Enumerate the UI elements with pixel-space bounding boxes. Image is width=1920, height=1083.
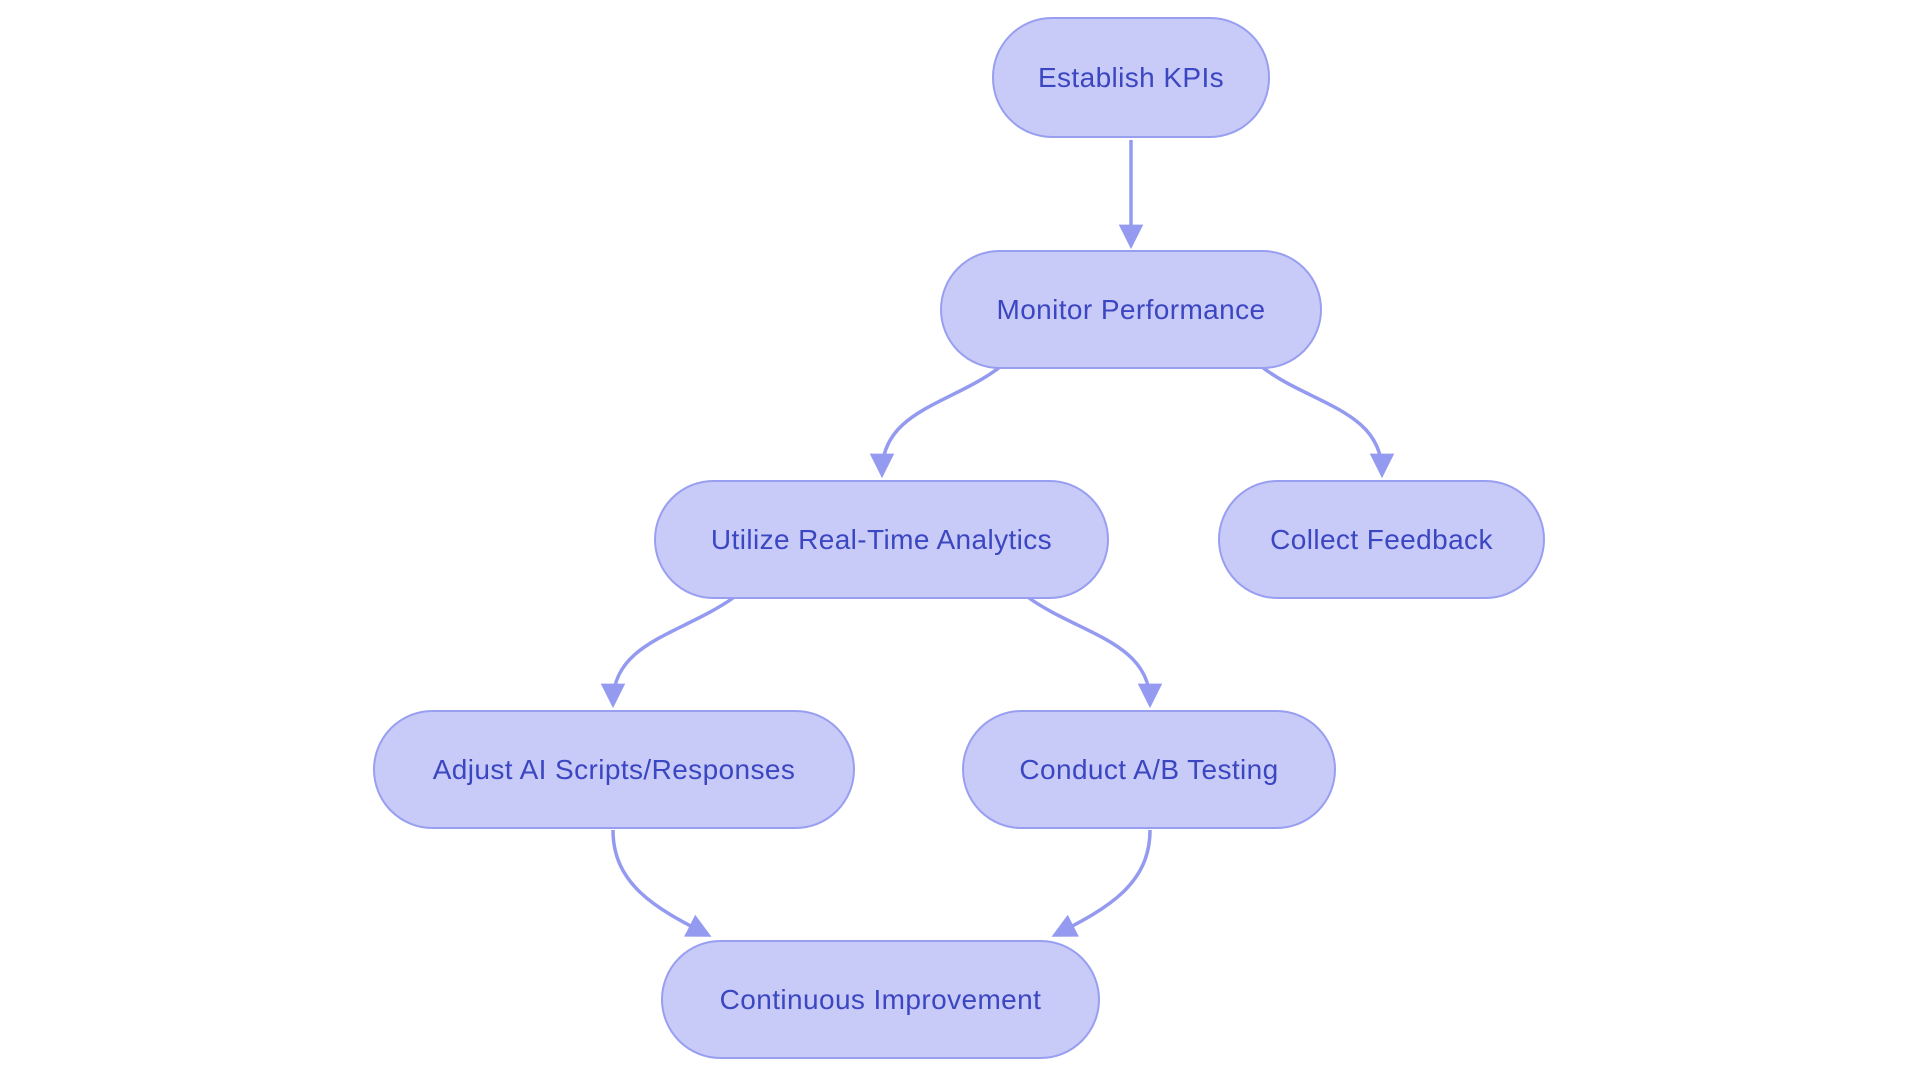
node-continuous-improvement-label: Continuous Improvement bbox=[719, 983, 1042, 1015]
node-collect-feedback: Collect Feedback bbox=[1218, 480, 1545, 599]
node-monitor-performance: Monitor Performance bbox=[940, 250, 1322, 369]
node-utilize-real-time-analytics: Utilize Real-Time Analytics bbox=[654, 480, 1109, 599]
node-monitor-performance-label: Monitor Performance bbox=[996, 293, 1266, 325]
edge-utilize-real-time-analytics-to-conduct-ab-testing bbox=[1027, 596, 1163, 709]
node-establish-kpis-label: Establish KPIs bbox=[1037, 61, 1225, 93]
node-establish-kpis: Establish KPIs bbox=[992, 17, 1270, 138]
node-conduct-ab-testing-label: Conduct A/B Testing bbox=[1019, 753, 1279, 785]
edge-monitor-performance-to-utilize-real-time-analytics bbox=[869, 365, 1002, 479]
edge-utilize-real-time-analytics-to-adjust-ai-scripts-responses bbox=[600, 596, 735, 709]
node-adjust-ai-scripts-responses-label: Adjust AI Scripts/Responses bbox=[432, 753, 796, 785]
node-utilize-real-time-analytics-label: Utilize Real-Time Analytics bbox=[710, 523, 1053, 555]
node-continuous-improvement: Continuous Improvement bbox=[661, 940, 1100, 1059]
node-adjust-ai-scripts-responses: Adjust AI Scripts/Responses bbox=[373, 710, 855, 829]
edge-adjust-ai-scripts-responses-to-continuous-improvement bbox=[611, 829, 712, 937]
edge-monitor-performance-to-collect-feedback bbox=[1260, 365, 1395, 479]
node-conduct-ab-testing: Conduct A/B Testing bbox=[962, 710, 1336, 829]
edge-conduct-ab-testing-to-continuous-improvement bbox=[1051, 829, 1152, 937]
node-collect-feedback-label: Collect Feedback bbox=[1270, 523, 1493, 555]
